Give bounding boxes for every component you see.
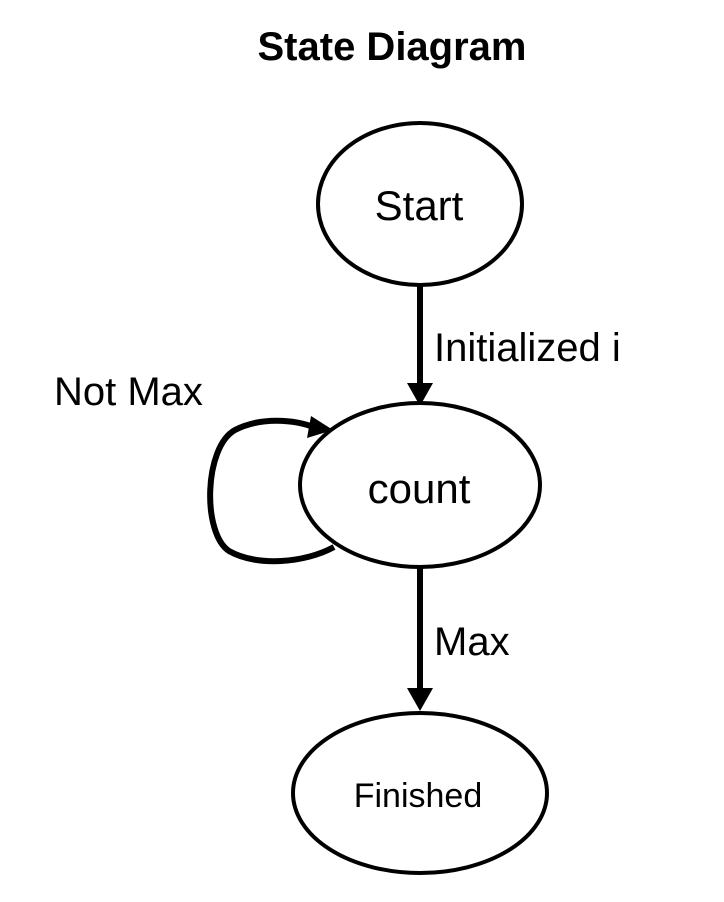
transition-start-to-count-arrowhead: [407, 383, 433, 406]
state-finished: Finished: [291, 711, 549, 875]
diagram-title: State Diagram: [258, 25, 527, 69]
transition-count-to-finished-label: Max: [434, 620, 510, 664]
state-start: Start: [316, 121, 524, 287]
state-count: count: [298, 401, 542, 569]
transition-count-self-loop-label: Not Max: [54, 370, 203, 414]
transition-count-to-finished: Max: [407, 568, 510, 711]
transition-start-to-count: Initialized i: [407, 286, 621, 406]
state-start-ellipse: [316, 121, 524, 287]
transition-count-to-finished-arrowhead: [407, 688, 433, 711]
state-count-ellipse: [298, 401, 542, 569]
state-finished-ellipse: [291, 711, 549, 875]
transition-start-to-count-label: Initialized i: [434, 326, 621, 370]
transition-count-self-loop-arrowhead: [307, 416, 333, 438]
state-count-label: count: [368, 465, 471, 512]
transition-count-self-loop-path: [207, 417, 336, 565]
state-start-label: Start: [375, 182, 464, 229]
transition-count-self-loop: Not Max: [54, 370, 336, 565]
state-finished-label: Finished: [354, 777, 483, 815]
